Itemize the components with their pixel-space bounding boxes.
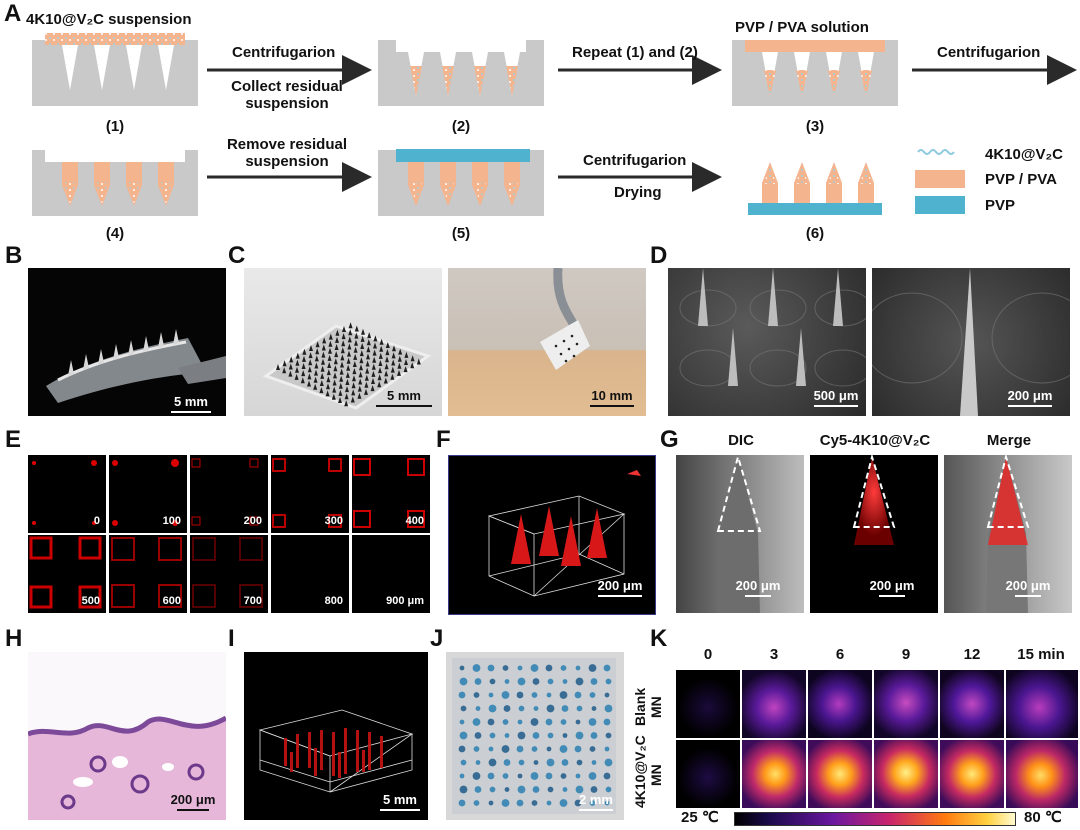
confocal-i-skin-3d xyxy=(244,652,428,820)
legend-label-pvp-pva: PVP / PVA xyxy=(985,171,1057,188)
arrow1-bottom-label: Collect residual suspension xyxy=(231,78,343,112)
scalebar-g1: 200 μm xyxy=(734,578,782,597)
slice-200: 200 xyxy=(190,455,268,533)
scalebar-c2: 10 mm xyxy=(586,388,638,407)
k-time-3: 3 xyxy=(769,646,779,663)
slice-400: 400 xyxy=(352,455,430,533)
step4-mold xyxy=(32,150,198,216)
histology-h-skin-section xyxy=(28,652,226,820)
legend-pvp-swatch xyxy=(915,196,965,214)
panel-label-g: G xyxy=(660,426,679,453)
slice-500: 500 xyxy=(28,535,106,613)
g-merge-image xyxy=(944,455,1072,613)
arrow3-top-label: Centrifugarion xyxy=(937,44,1041,61)
step5-mold xyxy=(378,149,544,216)
legend-label-particles: 4K10@V₂C xyxy=(985,146,1063,163)
arrow4-top-label: Remove residual suspension xyxy=(226,136,348,170)
confocal-3d-reconstruction xyxy=(448,455,656,615)
k-color-scale-bar xyxy=(734,812,1016,826)
slice-300: 300 xyxy=(271,455,349,533)
step-label-1: (1) xyxy=(105,118,125,135)
panel-label-j: J xyxy=(430,625,444,652)
panel-label-e: E xyxy=(5,426,22,453)
k-time-12: 12 xyxy=(963,646,981,663)
scalebar-f: 200 μm xyxy=(596,578,644,597)
panel-label-f: F xyxy=(436,426,451,453)
g-title-merge: Merge xyxy=(986,432,1032,449)
scalebar-b: 5 mm xyxy=(168,394,214,413)
step-label-5: (5) xyxy=(451,225,471,242)
panel-label-h: H xyxy=(5,625,23,652)
step-label-4: (4) xyxy=(105,225,125,242)
photo-c-patch-top xyxy=(244,268,442,416)
legend-pvp-pva-swatch xyxy=(915,170,965,188)
legend-label-pvp: PVP xyxy=(985,197,1016,214)
k-time-15: 15 min xyxy=(1017,646,1065,663)
k-time-0: 0 xyxy=(703,646,713,663)
scalebar-j: 2 mm xyxy=(574,792,618,811)
g-dic-image xyxy=(676,455,804,613)
k-scale-min: 25 ℃ xyxy=(681,809,719,826)
scalebar-i: 5 mm xyxy=(376,792,424,811)
scalebar-d2: 200 μm xyxy=(1006,388,1054,407)
slice-800: 800 xyxy=(271,535,349,613)
scalebar-g3: 200 μm xyxy=(1004,578,1052,597)
scalebar-h: 200 μm xyxy=(168,792,218,811)
thermal-image-grid xyxy=(676,670,1078,808)
step2-mold xyxy=(378,40,544,106)
arrow5-top-label: Centrifugarion xyxy=(583,152,687,169)
confocal-slice-grid: 0 100 200 300 400 500 600 700 800 900 μm xyxy=(28,455,430,613)
legend-swatches xyxy=(915,149,965,214)
k-time-9: 9 xyxy=(901,646,911,663)
step-label-6: (6) xyxy=(805,225,825,242)
photo-j-trypan-blue-skin xyxy=(446,652,624,820)
k-time-6: 6 xyxy=(835,646,845,663)
slice-700: 700 xyxy=(190,535,268,613)
legend-particle-icon xyxy=(917,149,955,155)
suspension-title: 4K10@V₂C suspension xyxy=(26,11,192,28)
step3-mold xyxy=(732,40,898,106)
sem-d-single-needle xyxy=(872,268,1070,416)
g-cy5-image xyxy=(810,455,938,613)
arrow1-top-label: Centrifugarion xyxy=(232,44,336,61)
slice-600: 600 xyxy=(109,535,187,613)
panel-label-i: I xyxy=(228,625,235,652)
panel-label-c: C xyxy=(228,242,246,269)
k-scale-max: 80 ℃ xyxy=(1024,809,1062,826)
slice-0: 0 xyxy=(28,455,106,533)
slice-900: 900 μm xyxy=(352,535,430,613)
step-label-2: (2) xyxy=(451,118,471,135)
arrow2-top-label: Repeat (1) and (2) xyxy=(572,44,698,61)
photo-b-microneedle-patch xyxy=(28,268,226,416)
scalebar-c1: 5 mm xyxy=(374,388,434,407)
step1-mold xyxy=(32,33,198,106)
slice-100: 100 xyxy=(109,455,187,533)
schematic-diagram xyxy=(32,33,1077,216)
panel-label-b: B xyxy=(5,242,23,269)
panel-label-k: K xyxy=(650,625,668,652)
step-label-3: (3) xyxy=(805,118,825,135)
scalebar-g2: 200 μm xyxy=(868,578,916,597)
scalebar-d1: 500 μm xyxy=(812,388,860,407)
arrow5-bottom-label: Drying xyxy=(614,184,662,201)
panel-label-a: A xyxy=(4,0,22,27)
panel-label-d: D xyxy=(650,242,668,269)
g-title-dic: DIC xyxy=(728,432,754,449)
step6-patch xyxy=(748,162,882,215)
photo-c-skin-application xyxy=(448,268,646,416)
g-title-cy5: Cy5-4K10@V₂C xyxy=(819,432,931,449)
solution-title: PVP / PVA solution xyxy=(735,19,869,36)
sem-d-array xyxy=(668,268,866,416)
